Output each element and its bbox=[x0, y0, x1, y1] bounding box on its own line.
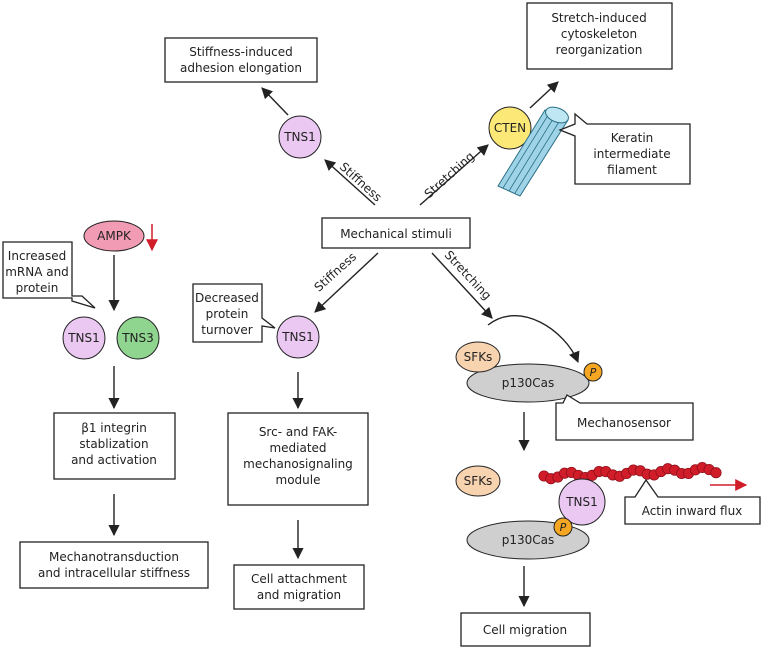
integrin-line-1: β1 integrin bbox=[81, 421, 147, 435]
sfks-label-2: SFKs bbox=[464, 474, 493, 488]
keratin-line-2: intermediate bbox=[593, 147, 670, 161]
actin-bead bbox=[710, 467, 722, 479]
integrin-line-2: stablization bbox=[79, 437, 148, 451]
mechanotransduction-line-1: Mechanotransduction bbox=[49, 550, 179, 564]
src-fak-line-2: mediated bbox=[269, 441, 326, 455]
keratin-filament-icon bbox=[497, 106, 569, 197]
src-fak-line-1: Src- and FAK- bbox=[259, 425, 337, 439]
tns1-node-left bbox=[62, 316, 106, 360]
keratin-line-3: filament bbox=[607, 163, 657, 177]
cytoskeleton-box bbox=[526, 2, 673, 70]
tns3-node bbox=[116, 316, 160, 360]
decreased-callout bbox=[192, 283, 276, 343]
phospho-label-1: P bbox=[590, 366, 597, 379]
decreased-line-1: Decreased bbox=[195, 291, 259, 305]
tns1-label-top: TNS1 bbox=[283, 130, 316, 144]
adhesion-line-2: adhesion elongation bbox=[180, 61, 302, 75]
p130cas-label-1: p130Cas bbox=[502, 376, 555, 390]
center-label: Mechanical stimuli bbox=[340, 227, 452, 241]
actin-flux-label: Actin inward flux bbox=[642, 504, 743, 518]
src-fak-line-3: mechanosignaling bbox=[243, 457, 353, 471]
cell-migration-box bbox=[460, 612, 591, 647]
attachment-line-2: and migration bbox=[257, 588, 341, 602]
edge-label-stretching-down: Stretching bbox=[442, 248, 494, 303]
tns3-label: TNS3 bbox=[121, 331, 154, 345]
tns1-label-right: TNS1 bbox=[565, 495, 598, 509]
edge-stiffness-up bbox=[324, 159, 376, 206]
decreased-line-3: turnover bbox=[201, 323, 252, 337]
tns1-node-right bbox=[558, 478, 606, 526]
p130cas-label-2: p130Cas bbox=[502, 533, 555, 547]
center-box bbox=[321, 217, 471, 249]
increased-line-1: Increased bbox=[8, 249, 66, 263]
edge-label-stretching-up: Stretching bbox=[422, 149, 477, 201]
actin-filament-icon bbox=[538, 461, 722, 485]
edge-stretching-down bbox=[431, 252, 493, 319]
tns1-label-middle: TNS1 bbox=[281, 330, 314, 344]
cytoskeleton-line-3: reorganization bbox=[556, 43, 643, 57]
cten-label: CTEN bbox=[494, 121, 526, 135]
arrow-cten-to-cytoskeleton bbox=[529, 81, 559, 109]
cytoskeleton-line-1: Stretch-induced bbox=[551, 11, 646, 25]
keratin-callout bbox=[558, 112, 691, 185]
increased-line-3: protein bbox=[16, 281, 59, 295]
mechanosensor-label: Mechanosensor bbox=[577, 416, 671, 430]
integrin-line-3: and activation bbox=[71, 453, 157, 467]
phospho-badge-2 bbox=[553, 517, 573, 537]
decreased-line-2: protein bbox=[206, 307, 249, 321]
phospho-label-2: P bbox=[560, 521, 567, 534]
adhesion-elongation-box bbox=[164, 37, 318, 83]
edge-stretching-up bbox=[419, 144, 489, 206]
p130cas-node-1 bbox=[466, 363, 590, 403]
cten-node bbox=[488, 106, 532, 150]
edge-stiffness-down bbox=[314, 252, 379, 313]
src-fak-box bbox=[227, 412, 369, 506]
phospho-badge-1 bbox=[583, 362, 603, 382]
arrow-tns1-to-adhesion bbox=[261, 87, 289, 116]
attachment-line-1: Cell attachment bbox=[251, 572, 347, 586]
actin-flux-callout bbox=[624, 478, 761, 525]
keratin-line-1: Keratin bbox=[611, 131, 654, 145]
ampk-node bbox=[83, 220, 145, 252]
cytoskeleton-line-2: cytoskeleton bbox=[561, 27, 637, 41]
attachment-box bbox=[233, 564, 365, 610]
tns1-node-top bbox=[278, 115, 322, 159]
tns1-label-left: TNS1 bbox=[67, 331, 100, 345]
mechanotransduction-box bbox=[19, 541, 209, 589]
sfks-node-1 bbox=[455, 341, 501, 373]
edge-label-stiffness-down: Stiffness bbox=[312, 250, 360, 295]
curved-arrow-sfks bbox=[487, 315, 580, 364]
mechanosensor-callout bbox=[555, 394, 694, 441]
increased-line-2: mRNA and bbox=[5, 265, 69, 279]
sfks-label-1: SFKs bbox=[464, 350, 493, 364]
mechanotransduction-line-2: and intracellular stiffness bbox=[38, 566, 190, 580]
src-fak-line-4: module bbox=[276, 473, 321, 487]
sfks-node-2 bbox=[455, 465, 501, 497]
cell-migration-label: Cell migration bbox=[483, 623, 567, 637]
ampk-label: AMPK bbox=[97, 229, 132, 243]
tns1-node-middle bbox=[276, 315, 320, 359]
edge-label-stiffness-up: Stiffness bbox=[337, 160, 385, 205]
increased-callout bbox=[2, 241, 96, 309]
adhesion-line-1: Stiffness-induced bbox=[189, 45, 293, 59]
integrin-box bbox=[53, 412, 176, 480]
